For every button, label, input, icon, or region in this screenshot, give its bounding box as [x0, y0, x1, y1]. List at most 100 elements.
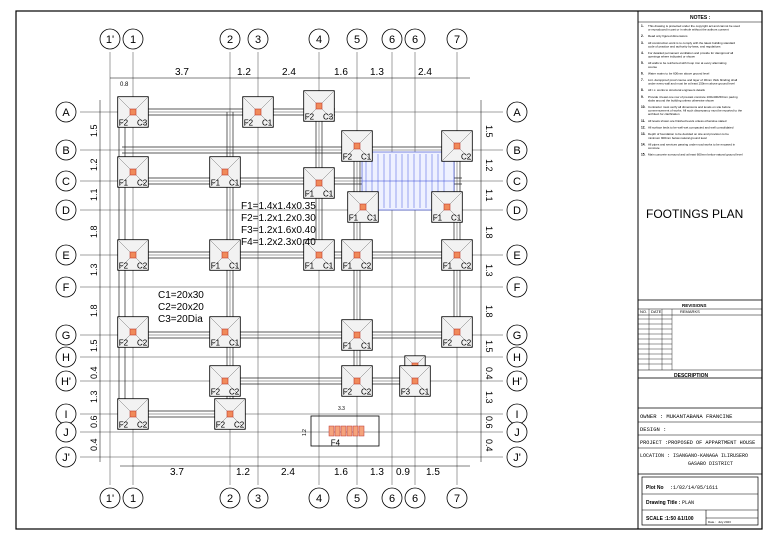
column-label: C1: [262, 118, 273, 127]
note-item: Read only figured dimensions: [648, 34, 688, 38]
footing-label: F1: [343, 261, 353, 270]
column-marker: [129, 328, 137, 336]
right-dimension: 1.1: [484, 189, 494, 202]
grid-bubble-top: 1': [106, 34, 114, 46]
column-marker: [129, 251, 137, 259]
note-number: 2.: [641, 34, 644, 38]
grid-bubble-bottom-circle: [446, 487, 468, 509]
note-number: 4.: [641, 51, 644, 55]
column-label: C2: [361, 261, 372, 270]
grid-bubble-left: E: [62, 250, 69, 262]
grid-bubble-left-circle: [55, 244, 77, 266]
grid-bubble-right-circle: [506, 346, 528, 368]
grid-bubble-left-circle: [55, 346, 77, 368]
grid-bubble-left: A: [62, 107, 70, 119]
column-label: C1: [229, 261, 240, 270]
column-marker: [358, 425, 365, 437]
drawing-heading: FOOTINGS PLAN: [646, 207, 743, 221]
grid-bubble-bottom: 1': [106, 493, 114, 505]
grid-bubble-right: A: [513, 107, 521, 119]
grid-bubble-left: D: [62, 205, 70, 217]
column-label: C2: [137, 338, 148, 347]
column-label: C2: [461, 338, 472, 347]
column-label: C2: [137, 420, 148, 429]
column-label: C2: [361, 387, 372, 396]
grid-bubble-right: E: [513, 250, 520, 262]
grid-bubble-left: F: [63, 282, 70, 294]
grid-bubble-top: 3: [255, 34, 261, 46]
footing-label: F2: [343, 152, 353, 161]
column-marker: [334, 425, 341, 437]
footing: F4: [310, 415, 380, 447]
grid-bubble-top-circle: [308, 28, 330, 50]
top-dimension: 3.7: [175, 67, 189, 78]
grid-bubble-right-circle: [506, 324, 528, 346]
grid-bubble-right: H': [512, 376, 522, 388]
column-marker: [129, 168, 137, 176]
grid-bubble-bottom-circle: [219, 487, 241, 509]
note-number: 12.: [641, 126, 646, 130]
grid-bubble-left: J: [63, 427, 69, 439]
grid-bubble-right: J: [514, 427, 520, 439]
drawing-title-value: PLAN: [682, 500, 694, 506]
grid-bubble-top: 2: [227, 34, 233, 46]
column-label: C2: [137, 178, 148, 187]
bottom-dimension: 0.9: [396, 467, 410, 478]
sheet-label: Date :: [708, 520, 716, 524]
bottom-dimension: 2.4: [281, 467, 295, 478]
grid-bubble-right-circle: [506, 139, 528, 161]
footing-label: F2: [119, 338, 129, 347]
note-item: All surface beds to be well wet compacte…: [648, 126, 734, 130]
footing-label: F1: [211, 261, 221, 270]
grid-bubble-top: 5: [354, 34, 360, 46]
right-dimension: 1.5: [484, 340, 494, 353]
grid-bubble-top-circle: [247, 28, 269, 50]
grid-bubble-right: B: [513, 145, 520, 157]
grid-bubble-left: G: [62, 330, 71, 342]
footing: F2 C2: [117, 316, 149, 348]
bottom-dimension: 1.2: [236, 467, 250, 478]
column-marker: [315, 251, 323, 259]
bottom-dimension: 1.3: [370, 467, 384, 478]
column-marker: [315, 179, 323, 187]
footing: C2: [441, 130, 473, 162]
grid-bubble-right: I: [515, 409, 518, 421]
column-label: C2: [461, 152, 472, 161]
note-item: All levels shown are finished levels unl…: [648, 119, 727, 123]
column-marker: [254, 108, 262, 116]
grid-bubble-left-circle: [55, 446, 77, 468]
left-dimension: 1.8: [89, 304, 99, 317]
left-dimension: 0.4: [89, 438, 99, 451]
column-marker: [328, 425, 335, 437]
column-marker: [453, 328, 461, 336]
column-marker: [443, 203, 451, 211]
bottom-dimension: 1.6: [334, 467, 348, 478]
column-marker: [221, 168, 229, 176]
grid-bubble-right: H: [513, 352, 521, 364]
right-dimension: 1.8: [484, 305, 494, 318]
grid-bubble-left: I: [64, 409, 67, 421]
grid-bubble-left-circle: [55, 370, 77, 392]
column-marker: [340, 425, 347, 437]
column-marker: [453, 251, 461, 259]
grid-bubble-bottom: 6: [412, 493, 418, 505]
schedule-c2: C2=20x20: [158, 302, 204, 313]
note-item: All walls to be reinforced with hoop iro…: [648, 61, 727, 69]
grid-bubble-right: C: [513, 176, 521, 188]
top-dimension: 2.4: [418, 67, 432, 78]
column-marker: [221, 328, 229, 336]
grid-bubble-left-circle: [55, 139, 77, 161]
plot-value: :1/02/14/05/1611: [670, 485, 718, 491]
right-dimension: 1.3: [484, 264, 494, 277]
grid-bubble-bottom: 5: [354, 493, 360, 505]
left-dimension: 0.4: [89, 366, 99, 379]
